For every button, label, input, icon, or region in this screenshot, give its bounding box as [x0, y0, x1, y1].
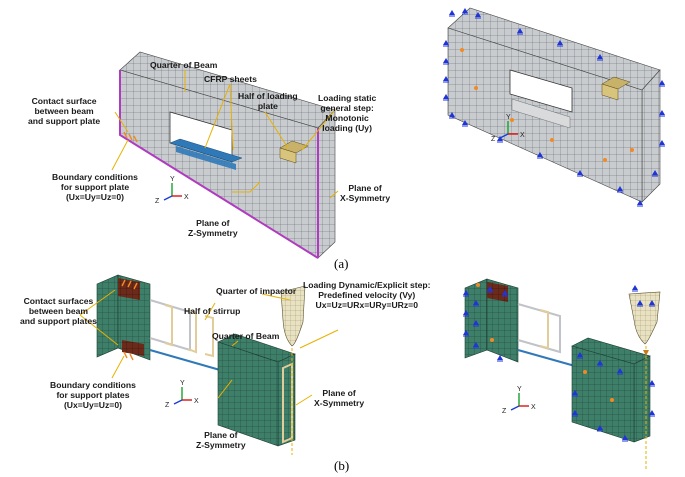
label-line: Plane of [204, 430, 238, 440]
caption-b: (b) [334, 458, 350, 473]
axis-x-label-b: X [194, 398, 199, 405]
label-line: Loading Dynamic/Explicit step: [303, 280, 431, 290]
label-line: Loading static [318, 93, 377, 103]
label-plane-z-symmetry-a: Plane of Z-Symmetry [188, 218, 238, 238]
label-line: Monotonic [325, 113, 369, 123]
axis-x-label-b2: X [531, 404, 536, 411]
label-line: Contact surface [31, 96, 97, 106]
leader-lines-a [111, 70, 339, 199]
boundary-markers-b-right [462, 283, 656, 442]
label-quarter-impactor: Quarter of impactor [216, 286, 297, 296]
label-half-stirrup: Half of stirrup [184, 306, 241, 316]
axis-z-label-a2: Z [491, 136, 496, 143]
label-line: Ux=Uz=URx=URy=URz=0 [315, 300, 418, 310]
label-line: Z-Symmetry [188, 228, 238, 238]
label-line: Contact surfaces [23, 296, 94, 306]
label-line: plate [257, 101, 278, 111]
label-line: X-Symmetry [340, 193, 391, 203]
axis-x-label-a: X [184, 194, 189, 201]
label-line: Boundary conditions [50, 380, 136, 390]
label-boundary-conditions-b: Boundary conditions for support plates (… [50, 380, 136, 410]
beam-a-right [447, 7, 661, 203]
label-line: and support plates [20, 316, 97, 326]
label-quarter-of-beam-a: Quarter of Beam [150, 60, 218, 70]
axis-y-label-a: Y [170, 176, 175, 183]
label-line: for support plates [56, 390, 130, 400]
label-loading-static-step: Loading static general step: Monotonic l… [318, 93, 376, 133]
label-contact-surfaces-b: Contact surfaces between beam and suppor… [20, 296, 97, 326]
label-line: X-Symmetry [314, 398, 365, 408]
caption-a: (a) [334, 256, 349, 271]
label-half-loading-plate-a: Half of loading plate [238, 91, 298, 111]
axis-y-label-a2: Y [506, 114, 511, 121]
label-line: Half of loading [238, 91, 298, 101]
label-line: (Ux=Uy=Uz=0) [65, 192, 124, 202]
label-contact-surface-a: Contact surface between beam and support… [28, 96, 100, 126]
leader-lines-b [79, 289, 339, 406]
label-line: loading (Uy) [322, 123, 372, 133]
label-line: for support plate [60, 182, 130, 192]
axis-z-label-b: Z [165, 402, 170, 409]
label-line: Z-Symmetry [196, 440, 246, 450]
label-line: (Ux=Uy=Uz=0) [63, 400, 122, 410]
axes-triad-a-right: Y Z X [491, 114, 525, 143]
label-quarter-of-beam-b: Quarter of Beam [212, 331, 280, 341]
label-plane-z-symmetry-b: Plane of Z-Symmetry [196, 430, 246, 450]
label-loading-dynamic-step: Loading Dynamic/Explicit step: Predefine… [303, 280, 431, 310]
label-line: and support plate [28, 116, 101, 126]
label-plane-x-symmetry-a: Plane of X-Symmetry [340, 183, 390, 203]
axis-y-label-b: Y [180, 380, 185, 387]
model-b-right [464, 278, 661, 470]
label-line: between beam [28, 306, 89, 316]
label-boundary-conditions-a: Boundary conditions for support plate (U… [52, 172, 138, 202]
boundary-markers-a-right [442, 7, 666, 207]
label-cfrp-sheets: CFRP sheets [204, 74, 257, 84]
label-line: Boundary conditions [52, 172, 138, 182]
axis-z-label-a: Z [155, 198, 160, 205]
axes-triad-b-right: Y Z X [502, 386, 536, 415]
axis-z-label-b2: Z [502, 408, 507, 415]
axes-triad-a: Y Z X [155, 176, 189, 205]
axis-x-label-a2: X [520, 132, 525, 139]
label-line: Predefined velocity (Vy) [318, 290, 416, 300]
label-line: Plane of [322, 388, 356, 398]
label-line: general step: [320, 103, 374, 113]
label-line: between beam [34, 106, 94, 116]
label-line: Plane of [348, 183, 382, 193]
axes-triad-b: Y Z X [165, 380, 199, 409]
axis-y-label-b2: Y [517, 386, 522, 393]
label-line: Plane of [196, 218, 230, 228]
model-b-left [96, 274, 306, 455]
label-plane-x-symmetry-b: Plane of X-Symmetry [314, 388, 364, 408]
